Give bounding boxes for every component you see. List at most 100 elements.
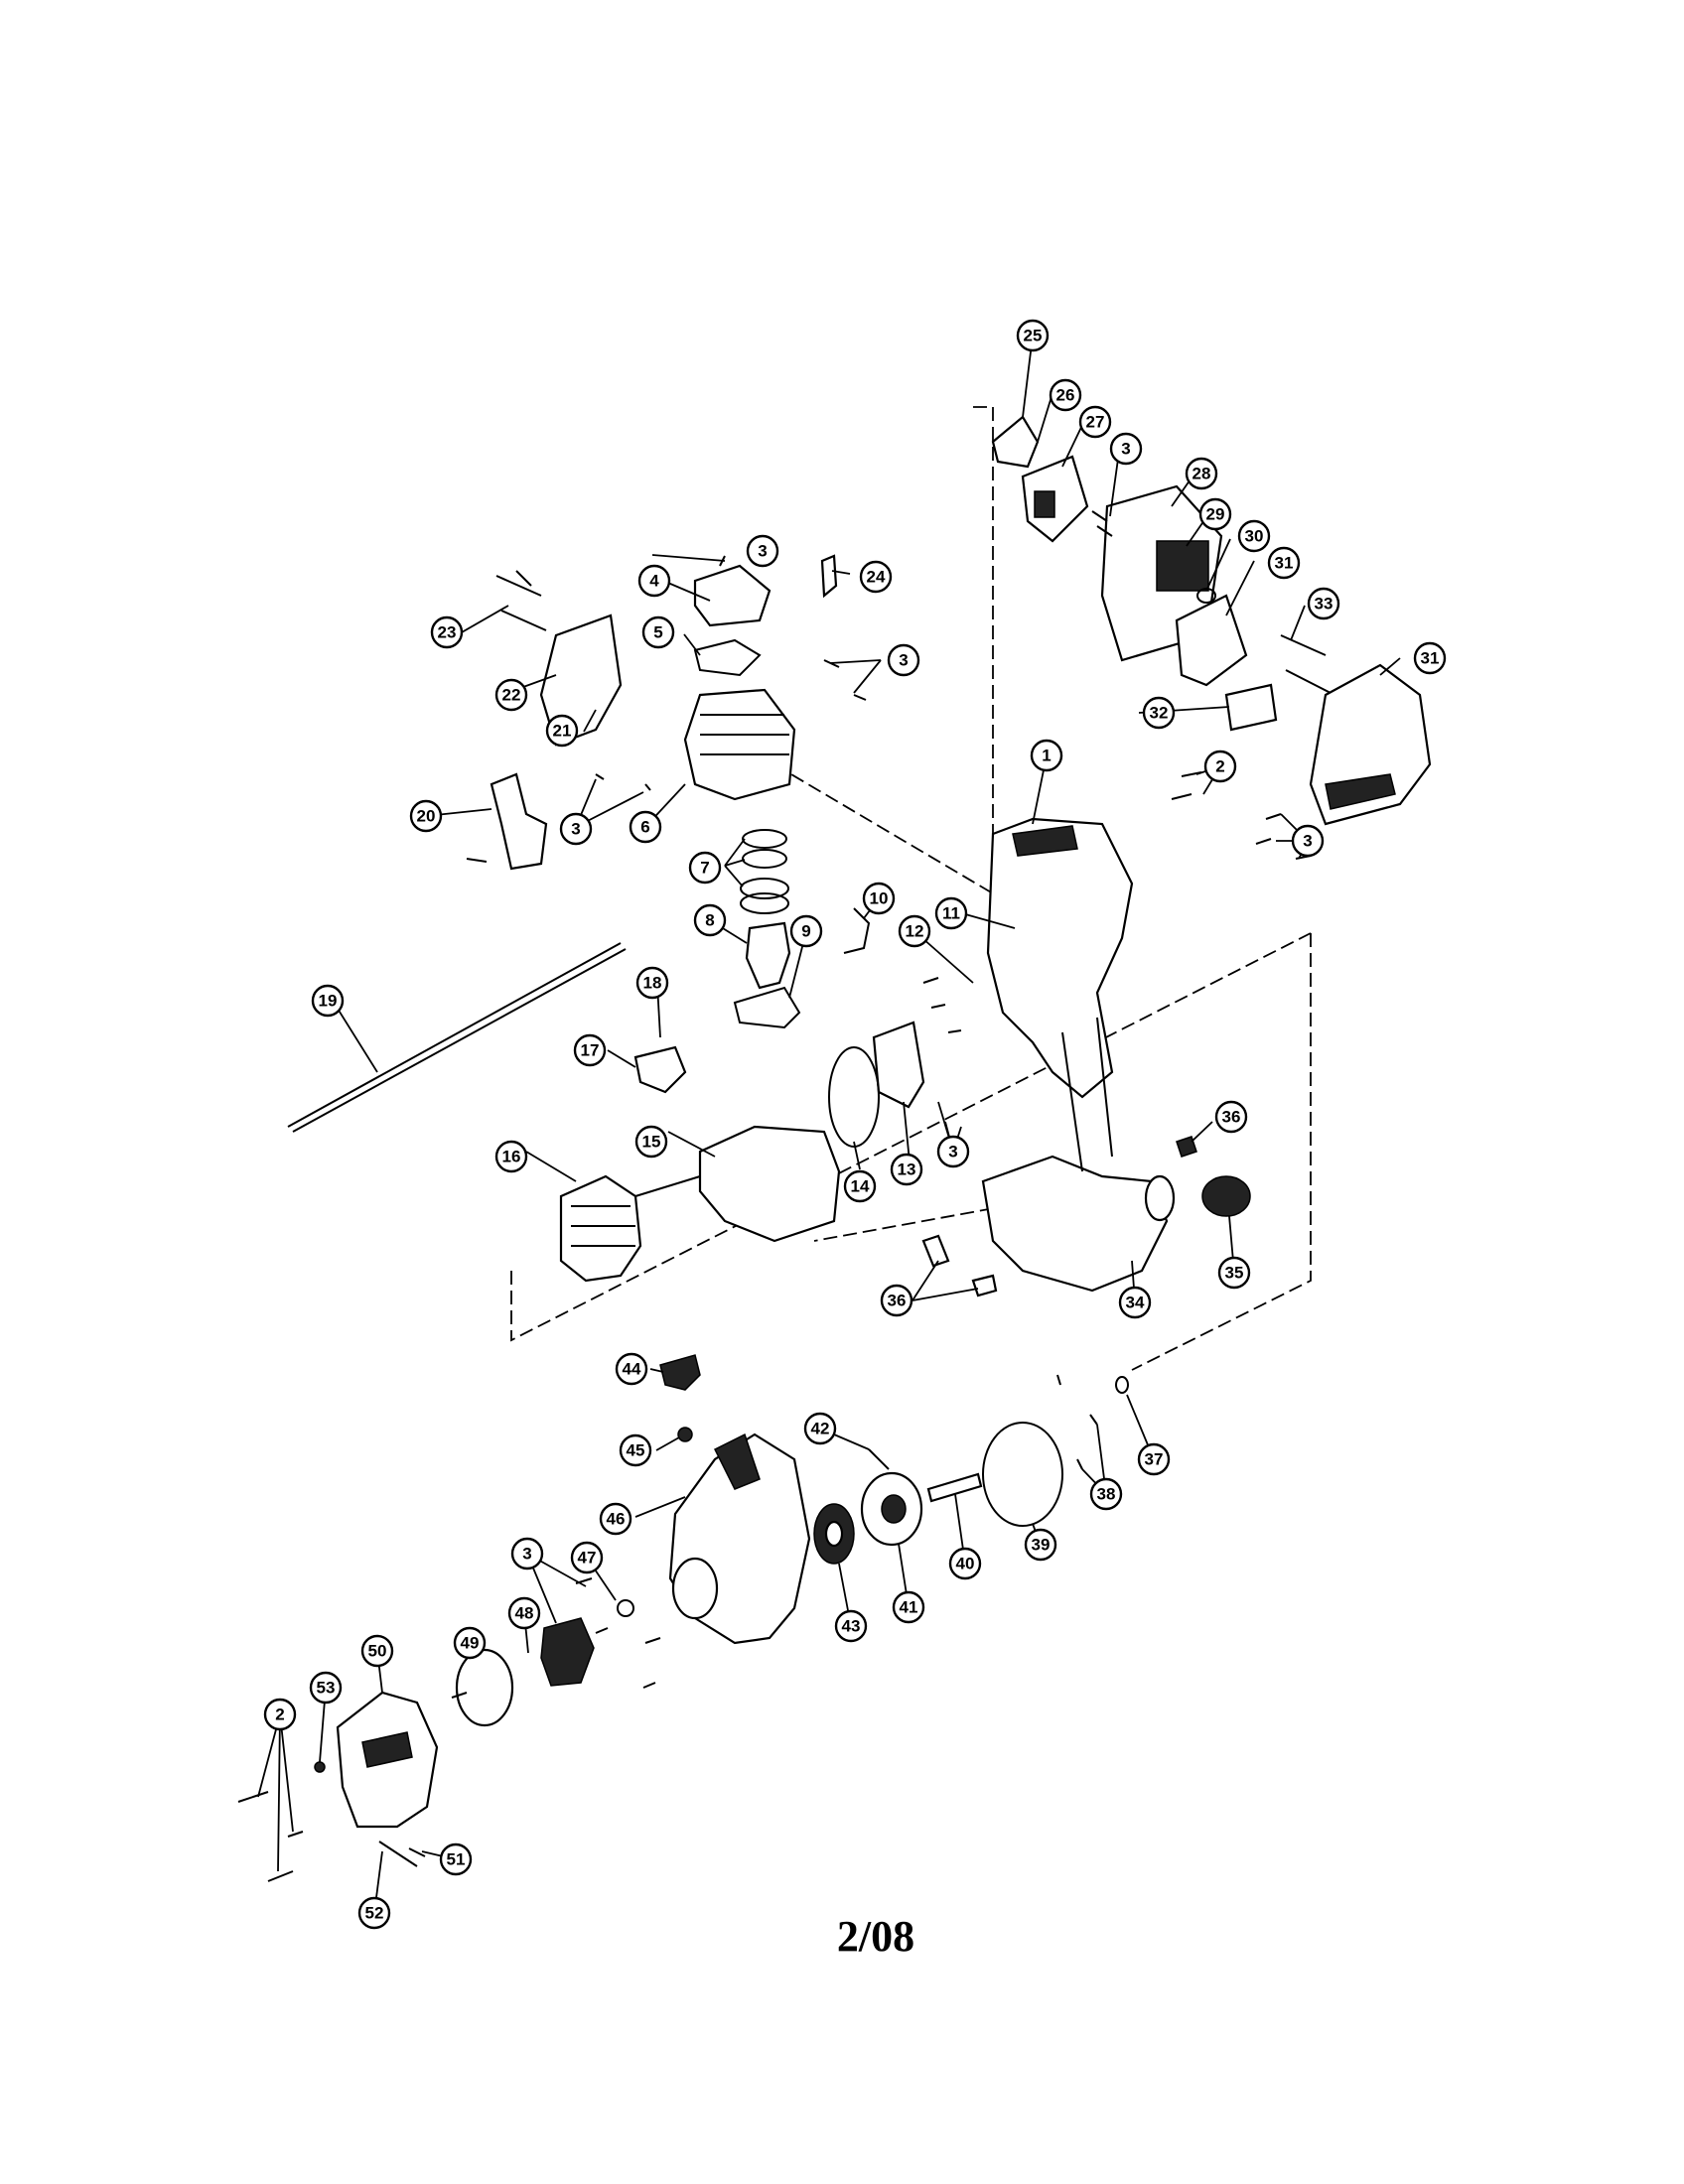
- callout-13: 13: [890, 1153, 923, 1186]
- svg-text:29: 29: [1206, 505, 1225, 524]
- callout-50: 50: [360, 1634, 394, 1668]
- callout-24: 24: [859, 560, 893, 594]
- svg-text:32: 32: [1150, 704, 1169, 723]
- part-15-shaft: [634, 1175, 701, 1197]
- callout-5: 5: [641, 615, 675, 649]
- svg-text:45: 45: [627, 1441, 645, 1460]
- svg-text:3: 3: [758, 542, 767, 561]
- assembly-guide-lines: [510, 406, 1312, 1371]
- svg-text:3: 3: [899, 651, 908, 670]
- callout-25: 25: [1016, 319, 1050, 352]
- callout-43: 43: [834, 1609, 868, 1643]
- part-9-shape: [733, 986, 801, 1029]
- callout-18: 18: [635, 966, 669, 1000]
- svg-text:31: 31: [1275, 554, 1294, 573]
- svg-text:42: 42: [811, 1420, 830, 1438]
- callout-30: 30: [1237, 519, 1271, 553]
- svg-text:51: 51: [447, 1850, 466, 1869]
- callout-1: 1: [1030, 739, 1063, 772]
- part-5-shape: [693, 638, 762, 677]
- callout-3b: 3: [1291, 824, 1325, 858]
- callout-31: 31: [1267, 546, 1301, 580]
- part-17-shape: [633, 1045, 687, 1094]
- part-19-shape-b: [292, 948, 627, 1133]
- callout-3c: 3: [746, 534, 779, 568]
- callout-36b: 36: [880, 1284, 913, 1317]
- svg-text:31: 31: [1421, 649, 1440, 668]
- part-47-shape: [617, 1599, 634, 1617]
- callout-3g: 3: [510, 1537, 544, 1570]
- part-callouts: 25 26 27 3 28 29 30 31 33 31 32 2 3 1 3 …: [263, 319, 1447, 1930]
- part-16-fins: [571, 1205, 635, 1247]
- callout-3e: 3: [559, 812, 593, 846]
- svg-text:2: 2: [275, 1706, 284, 1724]
- callout-40: 40: [948, 1547, 982, 1580]
- svg-text:10: 10: [870, 889, 889, 908]
- part-24-shape: [820, 554, 838, 599]
- callout-46: 46: [599, 1502, 632, 1536]
- callout-48: 48: [507, 1596, 541, 1630]
- callout-33: 33: [1307, 587, 1340, 620]
- svg-text:18: 18: [643, 974, 662, 993]
- callout-19: 19: [311, 984, 345, 1018]
- part-7-ring-a: [742, 829, 787, 849]
- svg-text:37: 37: [1145, 1450, 1164, 1469]
- callout-28: 28: [1185, 457, 1218, 490]
- callout-10: 10: [862, 882, 896, 915]
- part-20-shape: [490, 772, 548, 871]
- callout-2: 2: [1203, 750, 1237, 783]
- svg-text:27: 27: [1086, 413, 1105, 432]
- part-46-detail: [713, 1433, 761, 1490]
- svg-text:53: 53: [317, 1679, 336, 1698]
- svg-text:14: 14: [851, 1177, 870, 1196]
- fuel-lines: [1061, 1017, 1113, 1172]
- part-36-shape-b: [921, 1234, 950, 1268]
- part-13-shape: [872, 1021, 925, 1109]
- svg-text:12: 12: [906, 922, 924, 941]
- callout-38: 38: [1089, 1477, 1123, 1511]
- svg-text:17: 17: [581, 1041, 600, 1060]
- svg-text:43: 43: [842, 1617, 861, 1636]
- part-31-shape: [1175, 594, 1248, 687]
- part-23-shape: [495, 570, 547, 631]
- svg-text:24: 24: [867, 568, 886, 587]
- part-6-shape: [683, 688, 796, 801]
- callout-20: 20: [409, 799, 443, 833]
- part-53-shape: [314, 1761, 326, 1773]
- svg-text:3: 3: [1121, 440, 1130, 459]
- callout-7: 7: [688, 851, 722, 885]
- callout-4: 4: [637, 564, 671, 598]
- callout-12: 12: [898, 914, 931, 948]
- callout-16: 16: [494, 1140, 528, 1173]
- callout-3: 3: [1109, 432, 1143, 466]
- svg-text:4: 4: [649, 572, 659, 591]
- svg-text:44: 44: [623, 1360, 641, 1379]
- svg-text:35: 35: [1225, 1264, 1244, 1283]
- part-22-shape: [539, 614, 623, 747]
- part-50-detail: [361, 1731, 413, 1768]
- svg-text:36: 36: [888, 1292, 907, 1310]
- callout-44: 44: [615, 1352, 648, 1386]
- svg-text:3: 3: [948, 1143, 957, 1161]
- part-34-shape: [981, 1155, 1169, 1293]
- callout-39: 39: [1024, 1528, 1057, 1562]
- svg-text:22: 22: [502, 686, 521, 705]
- svg-text:8: 8: [705, 911, 714, 930]
- svg-text:47: 47: [578, 1549, 597, 1568]
- part-25-shape: [991, 415, 1040, 469]
- part-32-shape: [1224, 683, 1278, 732]
- part-31b-detail: [1325, 773, 1396, 810]
- callout-14: 14: [843, 1169, 877, 1203]
- part-43-hub: [824, 1520, 844, 1548]
- callout-29: 29: [1198, 497, 1232, 531]
- part-16-shape: [559, 1174, 642, 1283]
- part-40-shape: [926, 1472, 983, 1503]
- svg-text:36: 36: [1222, 1108, 1241, 1127]
- part-42-shape: [868, 1448, 890, 1470]
- callout-32: 32: [1142, 696, 1176, 730]
- callout-2b: 2: [263, 1698, 297, 1731]
- part-51-shape: [408, 1847, 426, 1857]
- part-34-neck: [1144, 1174, 1176, 1222]
- callout-3f: 3: [936, 1135, 970, 1168]
